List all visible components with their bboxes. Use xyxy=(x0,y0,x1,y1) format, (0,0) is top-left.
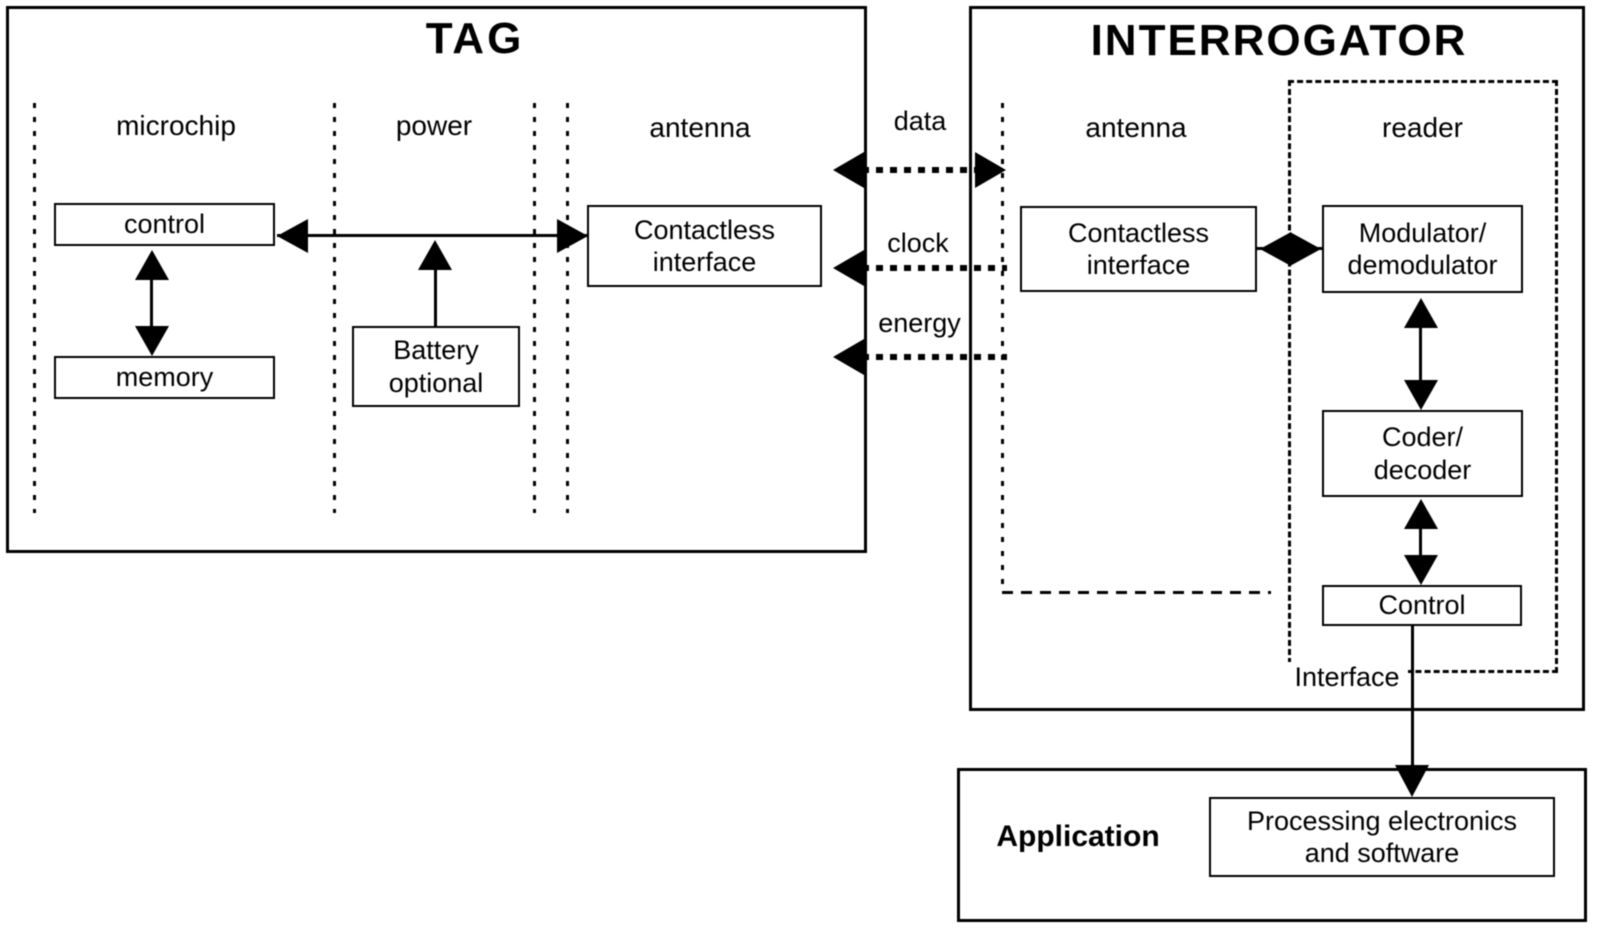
tag-battery-box: Battery optional xyxy=(352,326,520,407)
interrogator-contactless-interface-box: Contactless interface xyxy=(1020,206,1257,292)
contactless-modulator-diamond-right-icon xyxy=(1290,232,1321,266)
battery-arrow-up-icon xyxy=(418,240,452,270)
processing-electronics-box: Processing electronics and software xyxy=(1209,797,1555,877)
coder-line2: decoder xyxy=(1373,454,1472,485)
tag-microchip-left-divider xyxy=(33,103,36,513)
interrogator-control-box: Control xyxy=(1322,585,1522,626)
tag-power-right-divider xyxy=(533,103,536,513)
clock-arrow-left-icon xyxy=(833,250,864,286)
control-contactless-arrow-right-icon xyxy=(557,219,588,253)
link-label-data: data xyxy=(893,106,947,136)
interface-label: Interface xyxy=(1286,662,1408,694)
modulator-coder-arrow-shaft xyxy=(1419,324,1422,382)
link-label-energy: energy xyxy=(878,308,961,338)
tag-microchip-power-divider xyxy=(333,103,336,513)
data-arrow-right-icon xyxy=(975,152,1006,188)
interrogator-antenna-bottom-divider xyxy=(1002,591,1271,594)
control-memory-arrow-down-icon xyxy=(135,326,169,356)
reader-dashed-box xyxy=(1288,80,1558,673)
energy-arrow-left-icon xyxy=(833,339,864,375)
interrogator-section-label-reader: reader xyxy=(1330,112,1515,144)
interrogator-contactless-line2: interface xyxy=(1086,250,1191,280)
tag-control-label: control xyxy=(123,209,206,240)
energy-link-dotted-line xyxy=(862,354,1007,360)
battery-arrow-shaft xyxy=(434,268,437,326)
coder-decoder-box: Coder/ decoder xyxy=(1322,410,1523,497)
tag-control-box: control xyxy=(54,203,275,246)
tag-memory-label: memory xyxy=(115,362,214,393)
modulator-line2: demodulator xyxy=(1347,250,1498,280)
modulator-coder-arrow-up-icon xyxy=(1404,298,1438,328)
interrogator-container-box xyxy=(969,6,1585,711)
coder-control-arrow-up-icon xyxy=(1404,499,1438,529)
modulator-demodulator-box: Modulator/ demodulator xyxy=(1322,205,1523,293)
interrogator-title: INTERROGATOR xyxy=(1090,16,1468,65)
modulator-line1: Modulator/ xyxy=(1358,217,1487,248)
tag-memory-box: memory xyxy=(54,356,275,399)
tag-title: TAG xyxy=(425,14,525,63)
tag-section-label-microchip: microchip xyxy=(116,110,236,141)
interrogator-antenna-divider xyxy=(1001,103,1004,592)
coder-control-arrow-down-icon xyxy=(1404,555,1438,585)
processing-line1: Processing electronics xyxy=(1246,805,1518,836)
control-contactless-line xyxy=(277,234,589,237)
tag-antenna-left-divider xyxy=(566,103,569,513)
link-label-clock: clock xyxy=(887,228,949,258)
tag-container-box xyxy=(6,6,867,553)
interrogator-control-label: Control xyxy=(1378,590,1466,621)
processing-line2: and software xyxy=(1304,838,1460,868)
application-title: Application xyxy=(996,820,1160,853)
control-memory-arrow-shaft xyxy=(150,276,153,330)
tag-contactless-line1: Contactless xyxy=(633,214,776,245)
tag-contactless-interface-box: Contactless interface xyxy=(587,205,822,287)
contactless-modulator-diamond-left-icon xyxy=(1260,232,1291,266)
control-application-line xyxy=(1411,626,1414,767)
tag-contactless-line2: interface xyxy=(652,247,757,277)
battery-label-line2: optional xyxy=(388,367,484,398)
tag-section-label-antenna: antenna xyxy=(649,112,751,143)
interrogator-contactless-line1: Contactless xyxy=(1067,217,1210,248)
battery-label-line1: Battery xyxy=(393,335,479,366)
data-link-dotted-line xyxy=(862,167,977,173)
control-memory-arrow-up-icon xyxy=(135,250,169,280)
application-container-box xyxy=(957,768,1587,922)
data-arrow-left-icon xyxy=(833,152,864,188)
tag-section-label-power: power xyxy=(395,110,473,141)
control-contactless-arrow-left-icon xyxy=(277,219,308,253)
modulator-coder-arrow-down-icon xyxy=(1404,380,1438,410)
coder-control-arrow-shaft xyxy=(1419,525,1422,558)
interrogator-section-label-antenna: antenna xyxy=(1085,112,1187,143)
coder-line1: Coder/ xyxy=(1381,422,1464,453)
clock-link-dotted-line xyxy=(862,265,1007,271)
